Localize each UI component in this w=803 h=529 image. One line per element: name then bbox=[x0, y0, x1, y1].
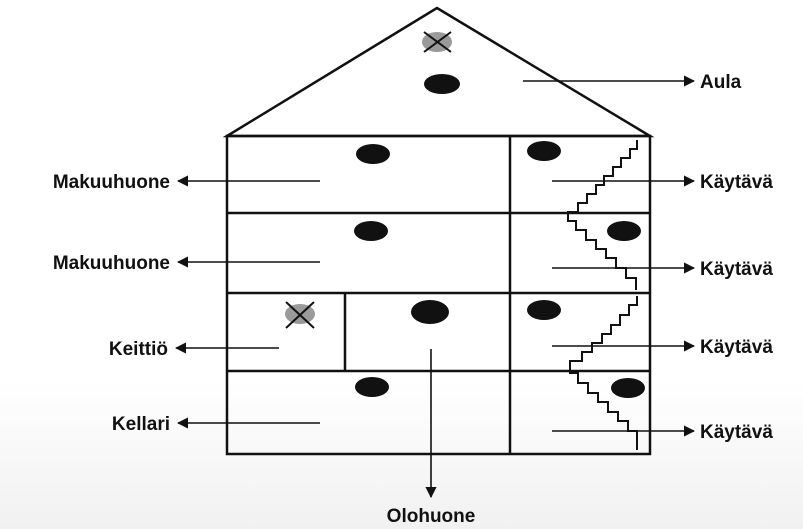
label-hallway-1: Käytävä bbox=[700, 172, 773, 193]
label-hallway-3: Käytävä bbox=[700, 337, 773, 358]
staircase-2 bbox=[569, 296, 638, 450]
house-outline bbox=[225, 134, 652, 456]
hallway-3-dot-marker bbox=[527, 300, 561, 320]
kitchen-crossed-marker bbox=[285, 301, 315, 329]
label-basement: Kellari bbox=[112, 414, 170, 435]
living-room-dot-marker bbox=[411, 300, 449, 324]
label-hallway-4: Käytävä bbox=[700, 422, 773, 443]
hallway-1-dot-marker bbox=[527, 141, 561, 161]
basement-dot-marker bbox=[355, 377, 389, 397]
label-bedroom-middle: Makuuhuone bbox=[53, 253, 170, 274]
hallway-4-dot-marker bbox=[611, 378, 645, 398]
attic-dot-marker bbox=[424, 74, 460, 94]
label-kitchen: Keittiö bbox=[109, 339, 168, 360]
bedroom-top-dot-marker bbox=[356, 144, 390, 164]
label-aula: Aula bbox=[700, 72, 742, 93]
label-hallway-2: Käytävä bbox=[700, 259, 773, 280]
label-living-room: Olohuone bbox=[387, 506, 476, 527]
hallway-2-dot-marker bbox=[607, 221, 641, 241]
roof-outline bbox=[222, 6, 655, 138]
bedroom-middle-dot-marker bbox=[354, 221, 388, 241]
label-bedroom-top: Makuuhuone bbox=[53, 172, 170, 193]
staircase-1 bbox=[567, 140, 638, 290]
attic-crossed-marker bbox=[422, 31, 452, 53]
